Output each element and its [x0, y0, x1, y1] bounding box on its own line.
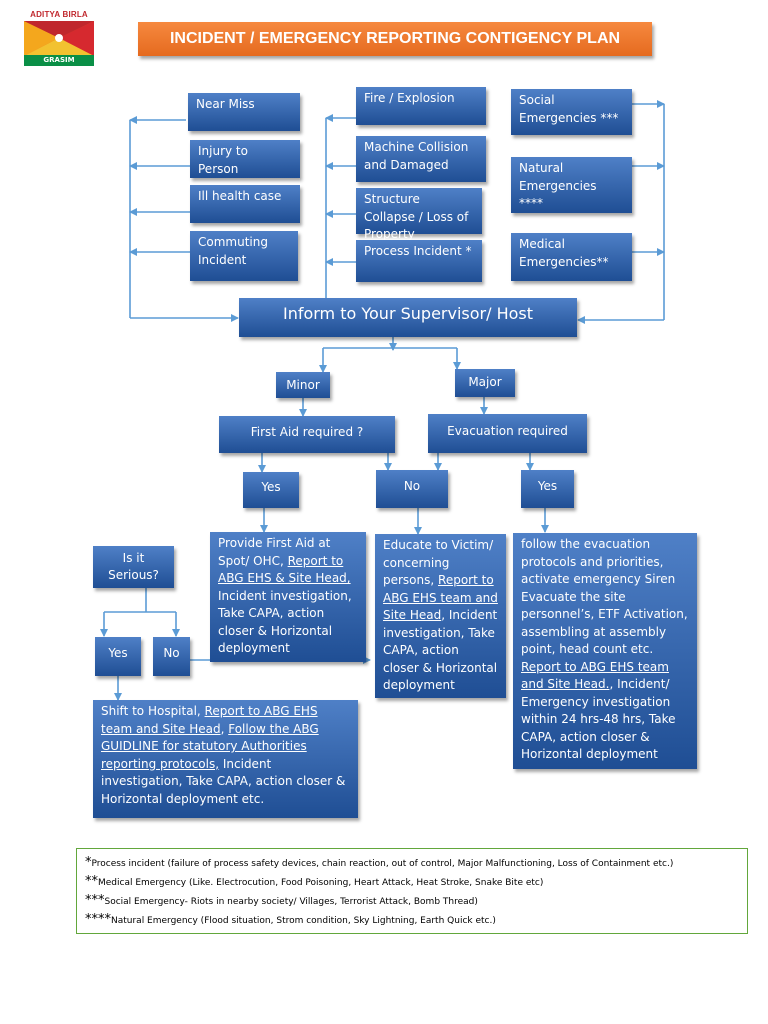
footnote-medical: **Medical Emergency (Like. Electrocution…: [85, 873, 739, 892]
machine-collision-box: Machine Collision and Damaged: [356, 136, 486, 182]
inform-supervisor-box: Inform to Your Supervisor/ Host: [239, 298, 577, 337]
first-aid-text-pre: Provide First Aid at Spot/ OHC,: [218, 536, 331, 568]
hospital-guideline-link[interactable]: Follow the ABG GUIDLINE for statutory Au…: [101, 721, 319, 771]
footnote-stars: **: [85, 874, 98, 889]
serious-no-box: No: [153, 637, 190, 676]
page-title: INCIDENT / EMERGENCY REPORTING CONTIGENC…: [138, 22, 652, 56]
minor-box: Minor: [276, 372, 330, 398]
educate-victim-box: Educate to Victim/ concerning persons, R…: [375, 534, 506, 698]
footnote-stars: ***: [85, 893, 105, 908]
evacuation-text-post: , Incident/ Emergency investigation with…: [521, 677, 676, 761]
process-incident-box: Process Incident *: [356, 240, 482, 282]
footnote-natural: ****Natural Emergency (Flood situation, …: [85, 911, 739, 930]
first-aid-required-box: First Aid required ?: [219, 416, 395, 453]
educate-text-post: , Incident investigation, Take CAPA, act…: [383, 608, 498, 692]
first-aid-action-box: Provide First Aid at Spot/ OHC, Report t…: [210, 532, 366, 662]
educate-report-link[interactable]: Report to ABG EHS team and Site Head: [383, 573, 498, 622]
first-aid-yes-box: Yes: [243, 472, 299, 508]
injury-to-person-box: Injury to Person: [190, 140, 300, 178]
logo-sub-text: GRASIM: [24, 55, 94, 66]
footnote-text: Process incident (failure of process saf…: [91, 859, 674, 869]
serious-yes-box: Yes: [95, 637, 141, 676]
medical-emergencies-box: Medical Emergencies**: [511, 233, 632, 281]
evacuation-action-box: follow the evacuation protocols and prio…: [513, 533, 697, 769]
evacuation-text-pre: follow the evacuation protocols and prio…: [521, 537, 688, 656]
footnote-text: Medical Emergency (Like. Electrocution, …: [98, 878, 544, 888]
footnote-process: *Process incident (failure of process sa…: [85, 854, 739, 873]
evacuation-required-box: Evacuation required: [428, 414, 587, 453]
logo-sun-icon: [24, 21, 94, 56]
social-emergencies-box: Social Emergencies ***: [511, 89, 632, 135]
footnote-stars: ****: [85, 912, 111, 927]
is-it-serious-box: Is it Serious?: [93, 546, 174, 588]
hospital-text-mid: ,: [220, 721, 229, 736]
aditya-birla-logo: ADITYA BIRLA GRASIM: [24, 10, 94, 66]
shift-to-hospital-box: Shift to Hospital, Report to ABG EHS tea…: [93, 700, 358, 818]
evacuation-yes-box: Yes: [521, 470, 574, 508]
educate-text-pre: Educate to Victim/ concerning persons,: [383, 538, 494, 587]
footnote-text: Social Emergency- Riots in nearby societ…: [104, 897, 478, 907]
major-box: Major: [455, 369, 515, 397]
ill-health-case-box: Ill health case: [190, 185, 300, 223]
first-aid-text-post: Incident investigation, Take CAPA, actio…: [218, 588, 352, 656]
hospital-report-link[interactable]: Report to ABG EHS team and Site Head: [101, 704, 318, 736]
first-aid-report-link[interactable]: Report to ABG EHS & Site Head,: [218, 553, 351, 586]
footnote-social: ***Social Emergency- Riots in nearby soc…: [85, 892, 739, 911]
natural-emergencies-box: Natural Emergencies ****: [511, 157, 632, 213]
fire-explosion-box: Fire / Explosion: [356, 87, 486, 125]
structure-collapse-box: Structure Collapse / Loss of Property: [356, 188, 482, 241]
no-box: No: [376, 470, 448, 508]
hospital-text-post: Incident investigation, Take CAPA, actio…: [101, 756, 346, 806]
footnote-stars: *: [85, 855, 92, 870]
hospital-text-pre: Shift to Hospital,: [101, 704, 205, 718]
footnote-text: Natural Emergency (Flood situation, Stro…: [111, 916, 496, 926]
logo-brand-text: ADITYA BIRLA: [30, 10, 88, 19]
evacuation-report-link[interactable]: Report to ABG EHS team and Site Head.: [521, 659, 669, 692]
near-miss-box: Near Miss: [188, 93, 300, 131]
commuting-incident-box: Commuting Incident: [190, 231, 298, 281]
footnotes-box: *Process incident (failure of process sa…: [76, 848, 748, 934]
